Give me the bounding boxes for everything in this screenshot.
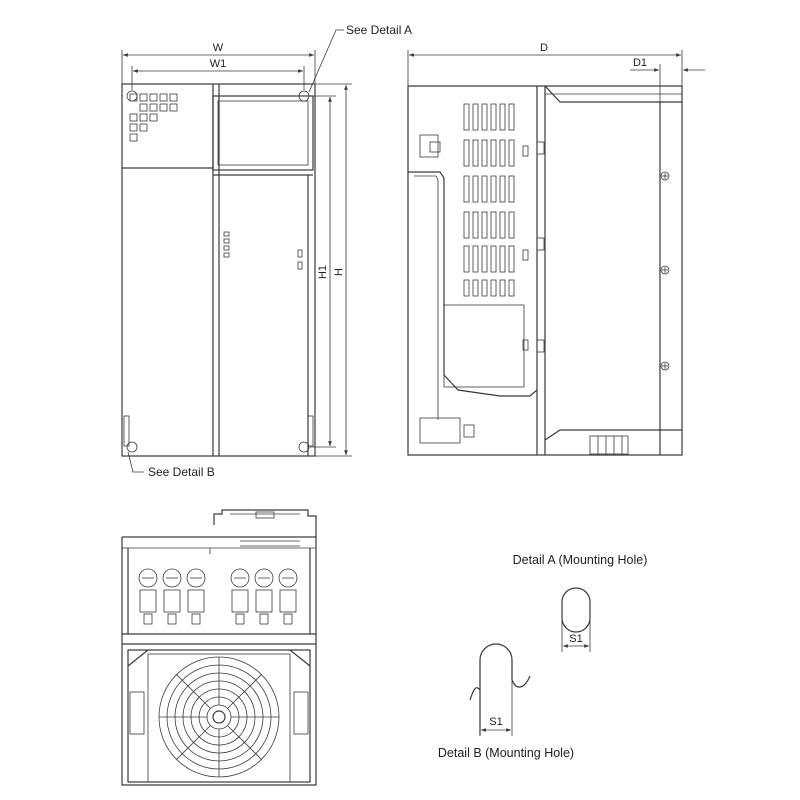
dim-d1-label: D1 [633,57,647,69]
detail-b-s1-label: S1 [489,716,502,728]
vent-slot [499,211,506,239]
vent-slot [481,279,488,297]
vent-slot [472,245,479,273]
dimension-d: D [407,42,683,86]
vent-slot [472,103,479,131]
vent-slot [463,279,470,297]
vent-slot [508,175,515,203]
dim-h1-label: H1 [317,265,329,279]
fan-spoke [176,725,211,760]
side-view [407,85,683,456]
dim-w-label: W [213,42,224,54]
detail-b: S1 Detail B (Mounting Hole) [438,643,574,760]
dimension-h: H [315,83,352,457]
terminal-screw [186,568,206,625]
vent-slot [508,279,515,297]
vent-slot [499,279,506,297]
vent-slot [481,211,488,239]
keypad-buttons [129,93,178,142]
detail-a-title: Detail A (Mounting Hole) [513,553,648,567]
vent-slot [472,279,479,297]
callout-detail-b: See Detail B [127,451,215,479]
detail-b-title: Detail B (Mounting Hole) [438,746,574,760]
vent-slot [463,175,470,203]
fan-spoke [227,674,262,709]
vent-slot [463,211,470,239]
dimension-d1: D1 [630,57,705,102]
terminal-screw [230,568,250,625]
see-detail-a-label: See Detail A [346,23,412,37]
terminal-screw [138,568,158,625]
see-detail-b-label: See Detail B [148,465,215,479]
terminal-block [138,568,298,625]
bottom-view [121,509,317,786]
vent-slot [481,245,488,273]
vent-slot [508,139,515,167]
vent-slot [499,245,506,273]
vent-slot [463,103,470,131]
vent-slot [499,103,506,131]
terminal-screw [254,568,274,625]
vent-slot [463,245,470,273]
vent-slot [481,103,488,131]
ventilation-slots [463,103,515,297]
vent-slot [472,211,479,239]
vent-slot [508,211,515,239]
detail-a-s1-label: S1 [569,633,582,645]
callout-detail-a: See Detail A [308,23,412,93]
fan-spoke [227,725,262,760]
vent-slot [508,245,515,273]
vent-slot [481,139,488,167]
vent-slot [490,245,497,273]
vent-slot [508,103,515,131]
cooling-fan [158,656,280,778]
fan-spoke [176,674,211,709]
detail-a: Detail A (Mounting Hole) S1 [513,553,648,652]
dim-h-label: H [333,268,345,276]
vent-slot [490,103,497,131]
dimension-h1: H1 [310,95,336,448]
vent-slot [463,139,470,167]
vent-slot [481,175,488,203]
vent-slot [490,139,497,167]
terminal-screw [278,568,298,625]
vent-slot [472,139,479,167]
vent-slot [490,175,497,203]
vent-slot [490,279,497,297]
vent-slot [472,175,479,203]
vent-slot [499,139,506,167]
dim-d-label: D [540,42,548,54]
dim-w1-label: W1 [210,58,227,70]
dimension-w1: W1 [131,58,305,90]
vent-slot [490,211,497,239]
fan-hub [212,710,226,724]
vent-slot [499,175,506,203]
fan-ring [206,704,232,730]
side-screws [660,171,670,371]
front-view [121,83,316,457]
terminal-screw [162,568,182,625]
